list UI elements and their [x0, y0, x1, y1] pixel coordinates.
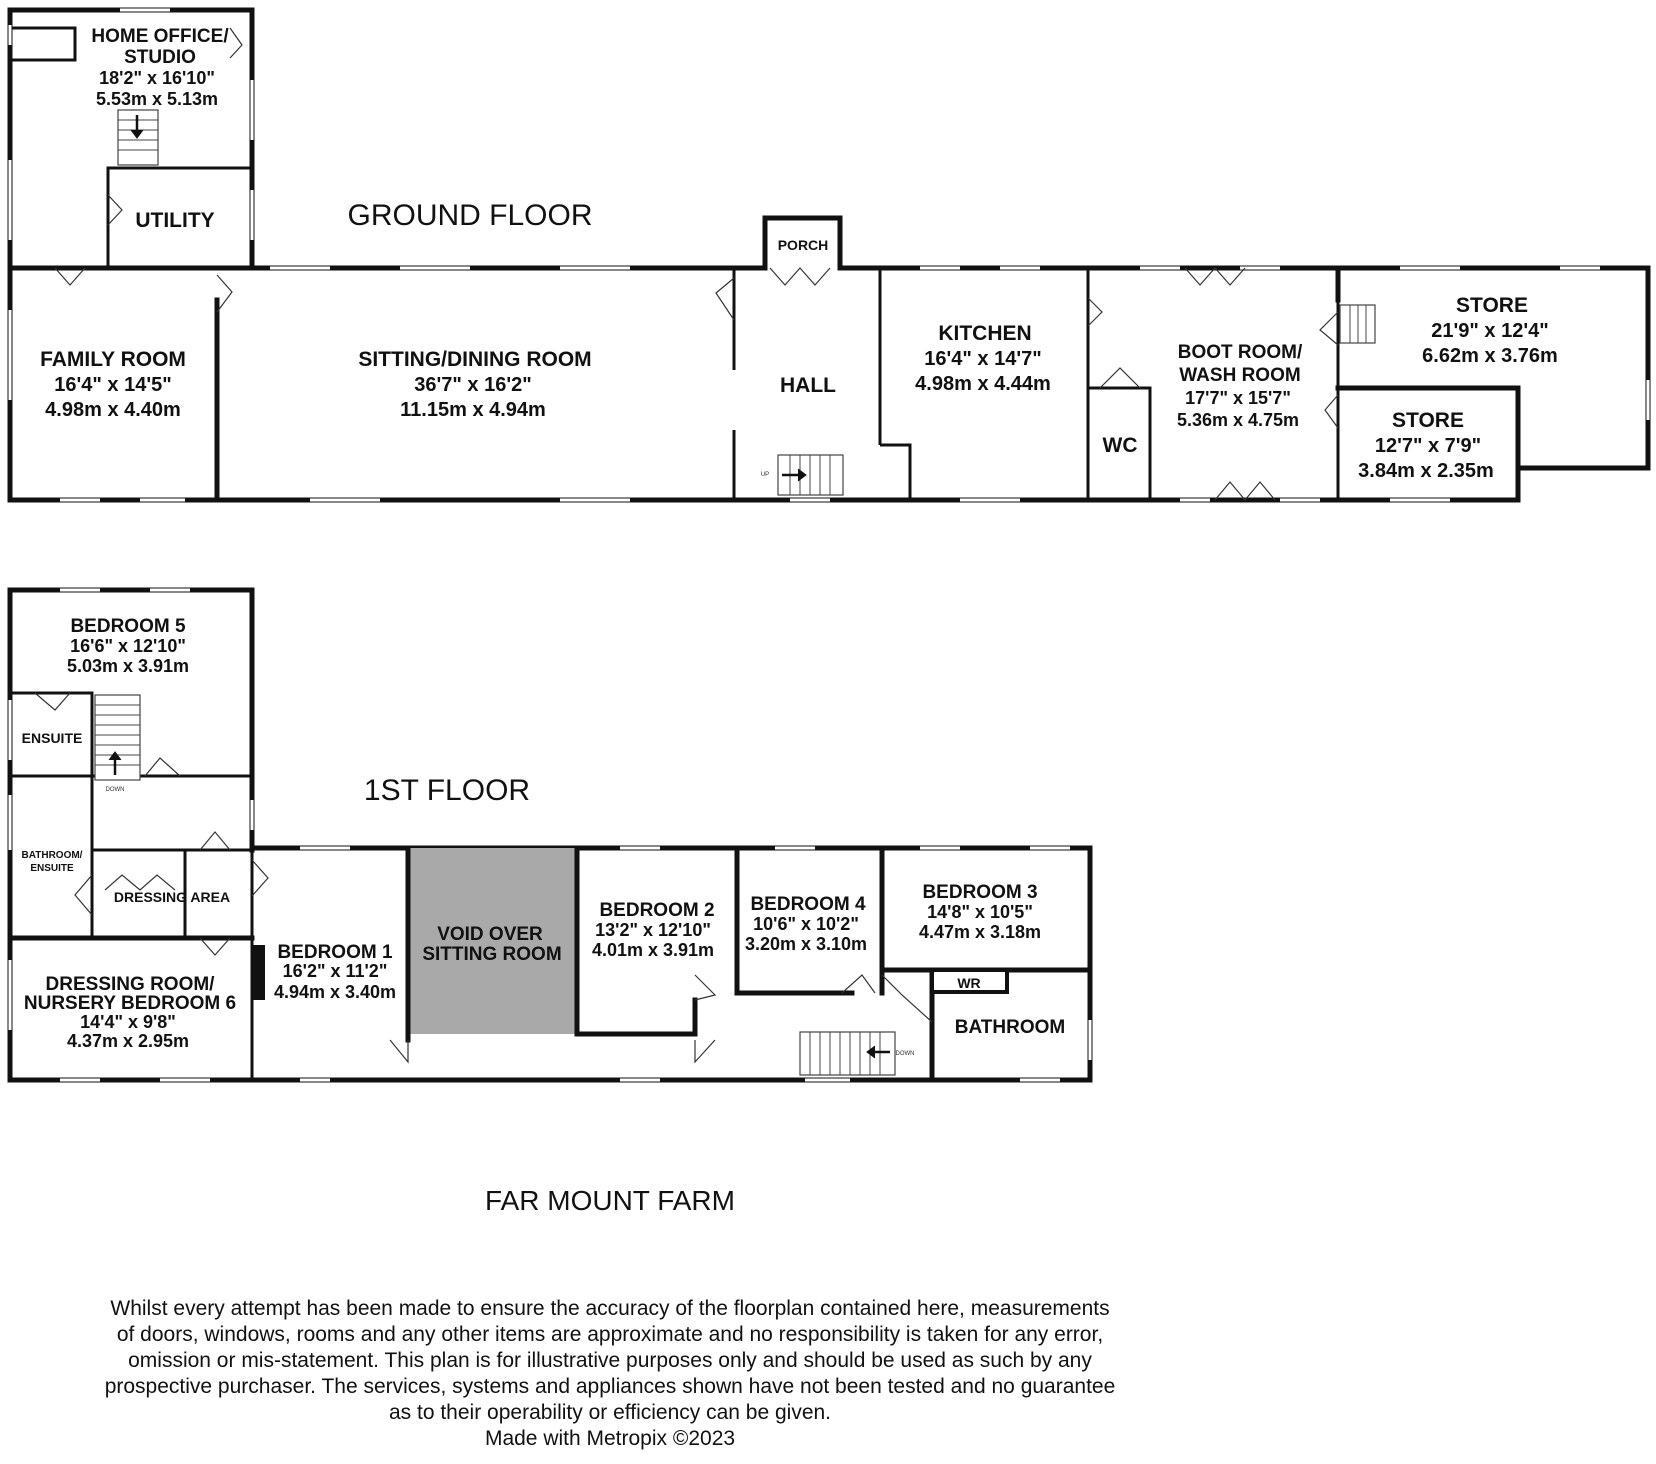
first-floor-west-stairs: [94, 694, 141, 781]
dressing-room-name-line2: NURSERY BEDROOM 6: [24, 993, 236, 1014]
dressing-area-name: DRESSING AREA: [114, 889, 230, 905]
disclaimer-line: prospective purchaser. The services, sys…: [104, 1375, 1116, 1398]
family-room-imperial: 16'4" x 14'5": [54, 374, 171, 396]
property-name: FAR MOUNT FARM: [485, 1185, 735, 1216]
bedroom5-imperial: 16'6" x 12'10": [70, 636, 186, 656]
first-floor-windows: [8, 588, 1092, 1082]
porch-name: PORCH: [778, 237, 829, 253]
ground-floor-windows: [8, 8, 1650, 502]
home-office-imperial: 18'2" x 16'10": [99, 68, 215, 88]
sitting-dining-imperial: 36'7" x 16'2": [414, 374, 531, 396]
sitting-dining-metric: 11.15m x 4.94m: [400, 399, 546, 421]
bedroom5-name: BEDROOM 5: [70, 616, 186, 637]
ground-floor-plan: GROUND FLOOR HOME OFFICE/ STUDIO 18'2" x…: [7, 7, 1651, 503]
disclaimer: Whilst every attempt has been made to en…: [10, 1296, 1210, 1452]
bedroom1-imperial: 16'2" x 11'2": [283, 961, 388, 981]
dressing-room-name-line1: DRESSING ROOM/: [46, 974, 216, 995]
store-small-metric: 3.84m x 2.35m: [1358, 460, 1494, 482]
bedroom1-name: BEDROOM 1: [277, 942, 393, 963]
ensuite-name: ENSUITE: [22, 730, 83, 746]
disclaimer-line: of doors, windows, rooms and any other i…: [116, 1323, 1104, 1346]
store-small-imperial: 12'7" x 7'9": [1375, 435, 1481, 457]
home-office-name-line1: HOME OFFICE/: [91, 26, 229, 47]
wr-name: WR: [957, 975, 980, 991]
dressing-room-imperial: 14'4" x 9'8": [80, 1012, 176, 1032]
disclaimer-line: omission or mis-statement. This plan is …: [128, 1349, 1092, 1372]
home-office-stairs: [117, 109, 159, 166]
store-stairs: [1339, 304, 1376, 344]
bedroom4-name: BEDROOM 4: [750, 894, 866, 915]
kitchen-name: KITCHEN: [938, 322, 1031, 345]
first-floor-title: 1ST FLOOR: [364, 774, 530, 807]
bedroom4-metric: 3.20m x 3.10m: [745, 934, 867, 954]
ground-floor-title: GROUND FLOOR: [347, 199, 592, 232]
bathroom-ensuite-name-line2: ENSUITE: [30, 863, 74, 874]
boot-room-imperial: 17'7" x 15'7": [1185, 388, 1291, 408]
family-room-name: FAMILY ROOM: [40, 348, 186, 371]
floorplan-drawing: GROUND FLOOR HOME OFFICE/ STUDIO 18'2" x…: [7, 7, 1651, 1216]
kitchen-imperial: 16'4" x 14'7": [924, 348, 1041, 370]
bathroom-name: BATHROOM: [955, 1017, 1065, 1038]
store-large-imperial: 21'9" x 12'4": [1431, 320, 1548, 342]
first-floor-plan: DOWN DOWN 1ST FLOOR BEDROOM 5 16'6" x 12…: [7, 587, 1093, 1083]
void-over-sitting-room: [410, 848, 575, 1034]
hall-stairs-up-label: UP: [761, 472, 769, 478]
disclaimer-line: Whilst every attempt has been made to en…: [110, 1297, 1110, 1320]
bedroom3-metric: 4.47m x 3.18m: [919, 922, 1041, 942]
west-stairs-down-label: DOWN: [106, 787, 125, 793]
boot-room-name-line2: WASH ROOM: [1179, 365, 1300, 386]
east-stairs-down-label: DOWN: [896, 1051, 915, 1057]
bedroom5-metric: 5.03m x 3.91m: [67, 656, 189, 676]
bedroom-1-wardrobe: [252, 945, 265, 1000]
bedroom3-imperial: 14'8" x 10'5": [927, 902, 1033, 922]
wr-cupboard: [930, 968, 1009, 994]
wc-name: WC: [1103, 434, 1138, 457]
dressing-room-metric: 4.37m x 2.95m: [67, 1031, 189, 1051]
store-large-metric: 6.62m x 3.76m: [1422, 345, 1558, 367]
home-office-name-line2: STUDIO: [124, 47, 196, 68]
first-floor-east-stairs: [799, 1031, 896, 1076]
void-name-line2: SITTING ROOM: [422, 944, 561, 965]
home-office-metric: 5.53m x 5.13m: [96, 89, 218, 109]
utility-name: UTILITY: [135, 209, 214, 232]
bedroom3-name: BEDROOM 3: [922, 882, 1037, 903]
bathroom-ensuite-name-line1: BATHROOM/: [22, 850, 83, 861]
bedroom2-metric: 4.01m x 3.91m: [592, 940, 714, 960]
ground-floor-doors: [54, 27, 1339, 501]
store-small-name: STORE: [1392, 409, 1464, 432]
bedroom4-imperial: 10'6" x 10'2": [753, 914, 859, 934]
store-large-name: STORE: [1456, 294, 1528, 317]
credit: Made with Metropix ©2023: [484, 1427, 736, 1450]
bedroom1-metric: 4.94m x 3.40m: [274, 982, 396, 1002]
sitting-dining-name: SITTING/DINING ROOM: [358, 348, 591, 371]
family-room-metric: 4.98m x 4.40m: [45, 399, 181, 421]
first-floor-doors: [34, 692, 933, 1064]
bedroom2-name: BEDROOM 2: [599, 900, 714, 921]
boot-room-metric: 5.36m x 4.75m: [1177, 410, 1299, 430]
disclaimer-line: as to their operability or efficiency ca…: [388, 1401, 832, 1424]
kitchen-metric: 4.98m x 4.44m: [915, 373, 1051, 395]
void-name-line1: VOID OVER: [437, 924, 543, 945]
hall-stairs: [777, 454, 844, 496]
bedroom2-imperial: 13'2" x 12'10": [595, 920, 711, 940]
boot-room-name-line1: BOOT ROOM/: [1178, 342, 1303, 363]
hall-name: HALL: [780, 374, 836, 397]
